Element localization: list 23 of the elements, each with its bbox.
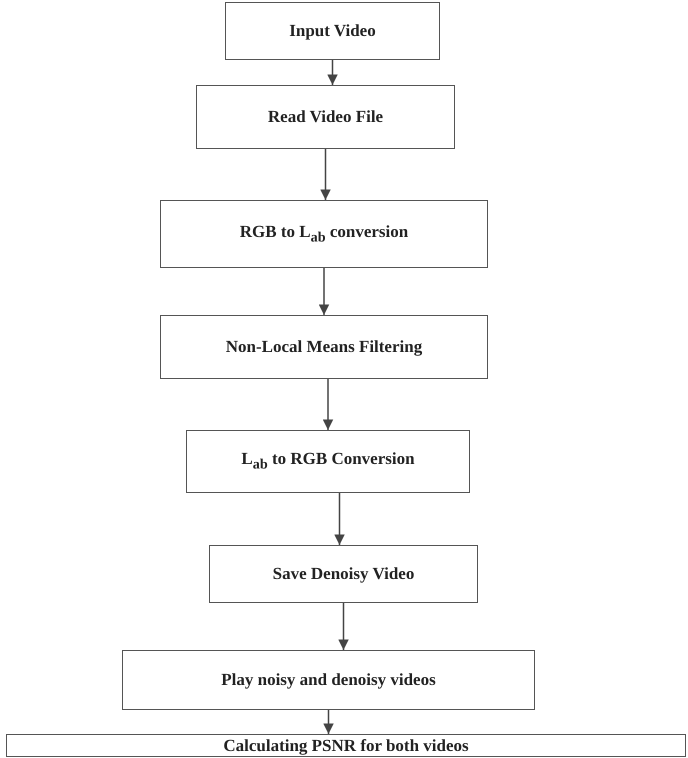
step-label: Save Denoisy Video (272, 564, 414, 584)
process-box (122, 650, 535, 710)
arrow (322, 379, 334, 430)
process-box (209, 545, 478, 603)
arrow (323, 710, 334, 734)
arrow (320, 149, 331, 200)
step-label: Non-Local Means Filtering (226, 337, 422, 357)
step-label: Read Video File (268, 107, 384, 127)
arrow (334, 493, 345, 545)
arrow (327, 60, 338, 85)
step-label: Calculating PSNR for both videos (223, 736, 469, 756)
step-label: RGB to L$_{ab}$ conversion (240, 222, 408, 246)
process-box (6, 734, 686, 757)
process-box (160, 315, 488, 379)
step-label: L$_{ab}$ to RGB Conversion (241, 449, 415, 474)
process-box (225, 2, 440, 60)
arrow (338, 603, 349, 650)
step-label: Input Video (289, 21, 376, 41)
step-label: Play noisy and denoisy videos (221, 670, 436, 690)
process-box (160, 200, 488, 268)
arrow (318, 268, 330, 315)
process-box (196, 85, 455, 149)
process-box (186, 430, 470, 493)
